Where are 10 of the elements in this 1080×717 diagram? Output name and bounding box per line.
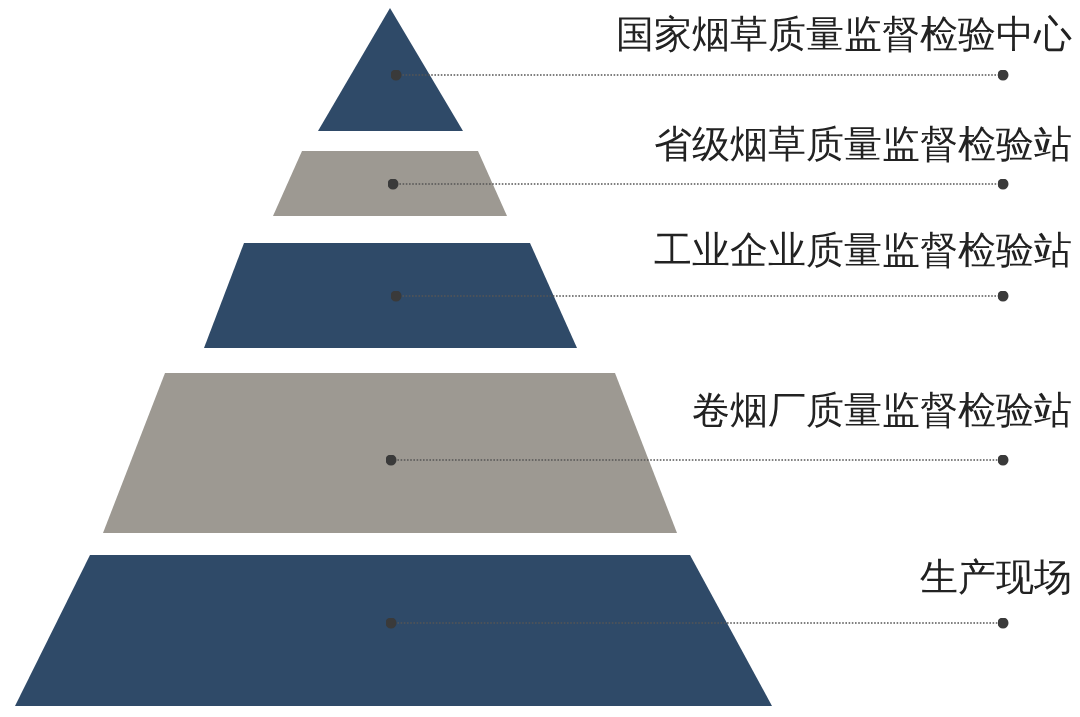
leader-line xyxy=(385,617,1009,629)
leader-line xyxy=(385,454,1009,466)
leader-line xyxy=(390,290,1009,302)
tier-label: 生产现场 xyxy=(920,554,1072,601)
tier-label: 卷烟厂质量监督检验站 xyxy=(692,387,1072,434)
leader-line xyxy=(387,178,1009,190)
tier-label: 工业企业质量监督检验站 xyxy=(654,227,1072,274)
leader-line xyxy=(390,69,1009,81)
tier-label: 省级烟草质量监督检验站 xyxy=(654,121,1072,168)
tier-label: 国家烟草质量监督检验中心 xyxy=(616,11,1072,58)
